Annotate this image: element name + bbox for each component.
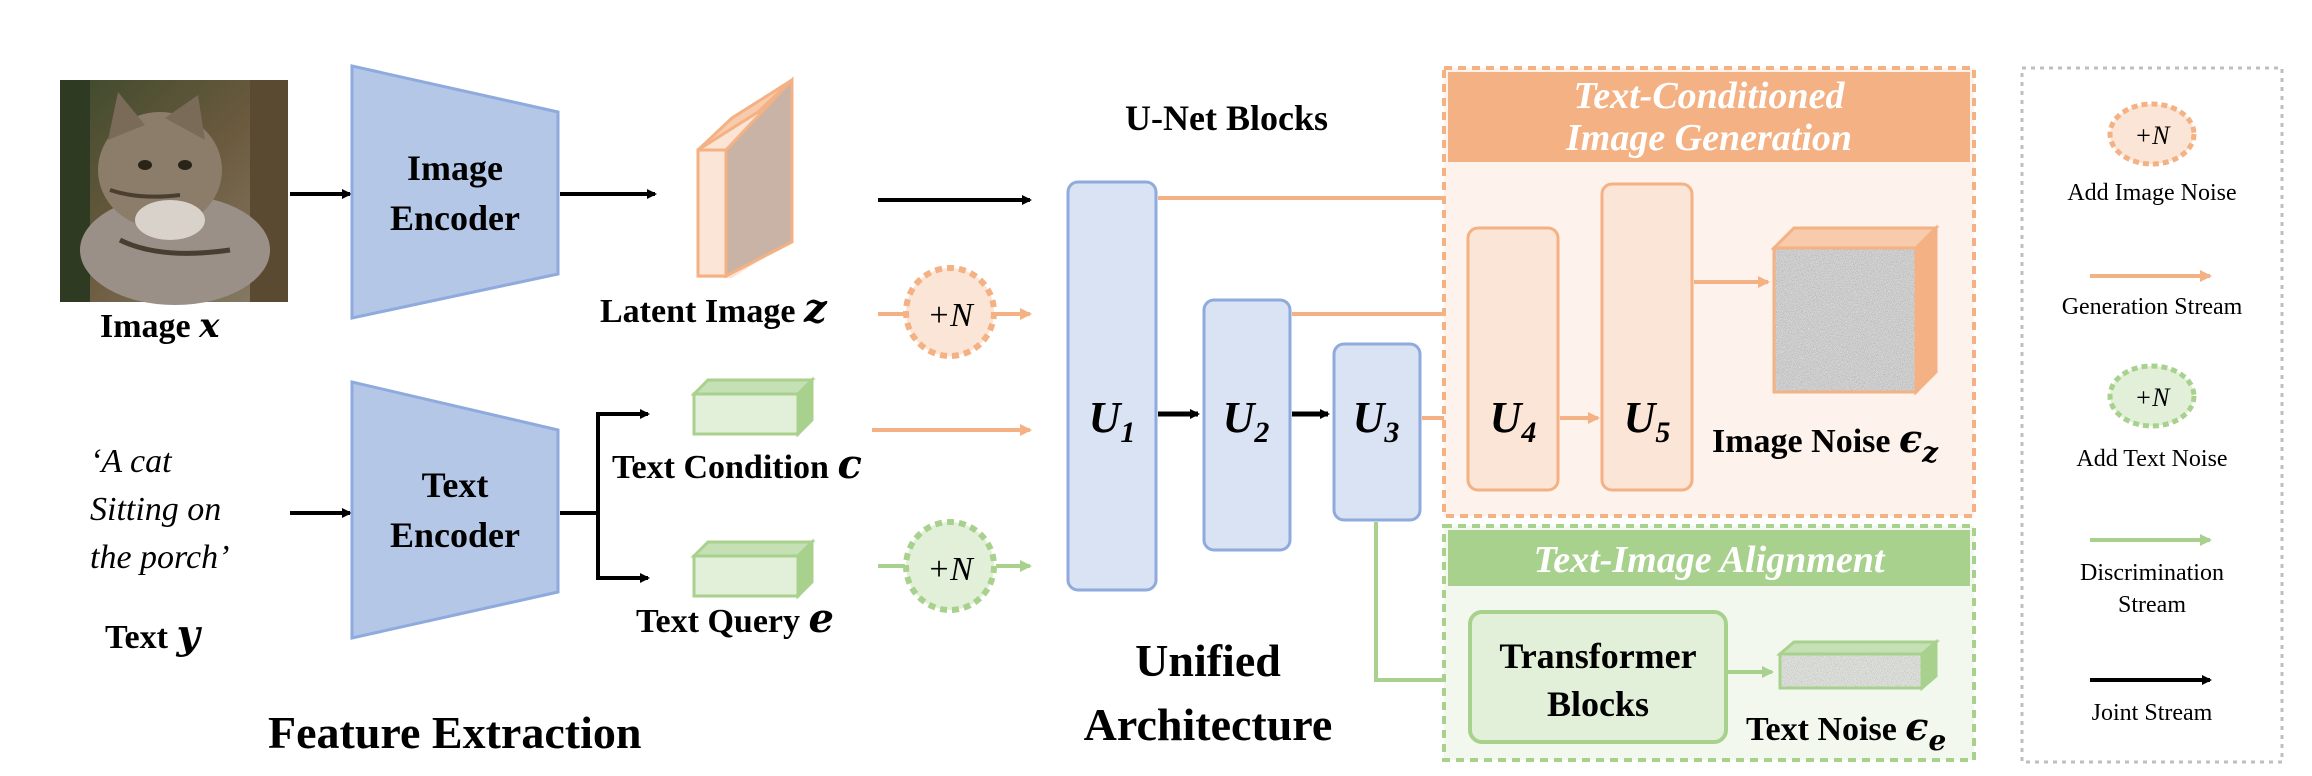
unified-title-line2: Architecture [1084, 699, 1333, 750]
text-encoder-line2: Encoder [390, 515, 520, 555]
unet-block-1 [1066, 180, 1158, 592]
condition-label: Text Condition c [612, 441, 862, 488]
alignment-panel-header [1448, 530, 1970, 586]
text-noise-cube [1775, 638, 1941, 692]
text-encoder-block [350, 380, 560, 640]
legend-joint-stream: Joint Stream [2092, 700, 2213, 726]
legend-discrimination-line1: Discrimination [2080, 560, 2224, 586]
unet-label-4: U4 [1490, 393, 1537, 449]
alignment-panel: Text-Image Alignment Transformer Blocks … [1442, 524, 1976, 762]
transformer-line1: Transformer [1499, 636, 1696, 676]
text-prompt-line1: ‘A cat [90, 443, 173, 480]
legend-image-noise-symbol: +N [2135, 121, 2172, 150]
unet-title: U-Net Blocks [1125, 98, 1328, 138]
image-noise-output-label: Image Noise ϵz [1712, 416, 1939, 469]
text-noise-circle [903, 519, 997, 613]
text-query-box [690, 538, 816, 600]
image-encoder-line2: Encoder [390, 198, 520, 238]
alignment-title: Text-Image Alignment [1534, 539, 1886, 581]
unet-block-2 [1202, 298, 1292, 552]
legend-generation-stream: Generation Stream [2062, 294, 2243, 320]
unet-label-5: U5 [1624, 393, 1671, 449]
text-encoder-line1: Text [422, 465, 489, 505]
image-label: Image x [100, 306, 220, 346]
text-noise-symbol: +N [927, 551, 975, 588]
legend-discrimination-line2: Stream [2118, 592, 2186, 618]
unet-block-5 [1600, 182, 1694, 492]
image-encoder-line1: Image [407, 148, 503, 188]
text-prompt-line2: Sitting on [90, 491, 221, 528]
unet-block-3 [1332, 342, 1422, 522]
generation-title-line2: Image Generation [1565, 117, 1852, 159]
latent-image-cube [696, 76, 794, 279]
legend-image-noise-icon [2107, 101, 2197, 167]
unified-architecture-section: U-Net Blocks U1 U2 U3 Unified Architectu… [878, 98, 1598, 750]
generation-panel: Text-Conditioned Image Generation U4 U5 … [1442, 66, 1976, 518]
transformer-block [1468, 610, 1728, 744]
text-label: Text y [105, 611, 202, 658]
joint-arrow-fork-up [596, 409, 650, 513]
unet-label-1: U1 [1089, 393, 1136, 449]
text-noise-output-label: Text Noise ϵe [1746, 704, 1946, 757]
generation-panel-header [1448, 72, 1970, 162]
legend: +N Add Image Noise Generation Stream +N … [2020, 66, 2284, 764]
image-noise-symbol: +N [927, 297, 975, 334]
transformer-line2: Blocks [1547, 684, 1649, 724]
query-label: Text Query e [636, 595, 834, 642]
unet-block-4 [1466, 226, 1560, 492]
disc-arrow-u3-transformer [1374, 522, 1462, 686]
legend-add-image-noise: Add Image Noise [2067, 180, 2236, 206]
image-encoder-block [350, 64, 560, 320]
unet-label-3: U3 [1353, 393, 1400, 449]
feature-extraction-title: Feature Extraction [268, 707, 641, 758]
text-prompt-line3: the porch’ [90, 539, 229, 576]
unified-title-line1: Unified [1135, 635, 1281, 686]
image-noise-circle [903, 265, 997, 359]
legend-add-text-noise: Add Text Noise [2076, 446, 2227, 472]
feature-extraction-section: Image x Image Encoder Latent Image z +N … [60, 64, 1032, 758]
latent-label: Latent Image z [600, 285, 828, 332]
cat-image [60, 80, 288, 305]
legend-text-noise-icon [2107, 363, 2197, 429]
image-noise-cube [1770, 224, 1940, 396]
legend-text-noise-symbol: +N [2135, 383, 2172, 412]
generation-title-line1: Text-Conditioned [1574, 75, 1846, 117]
joint-arrow-fork-down [596, 513, 650, 583]
unet-label-2: U2 [1223, 393, 1270, 449]
text-condition-box [690, 376, 816, 438]
